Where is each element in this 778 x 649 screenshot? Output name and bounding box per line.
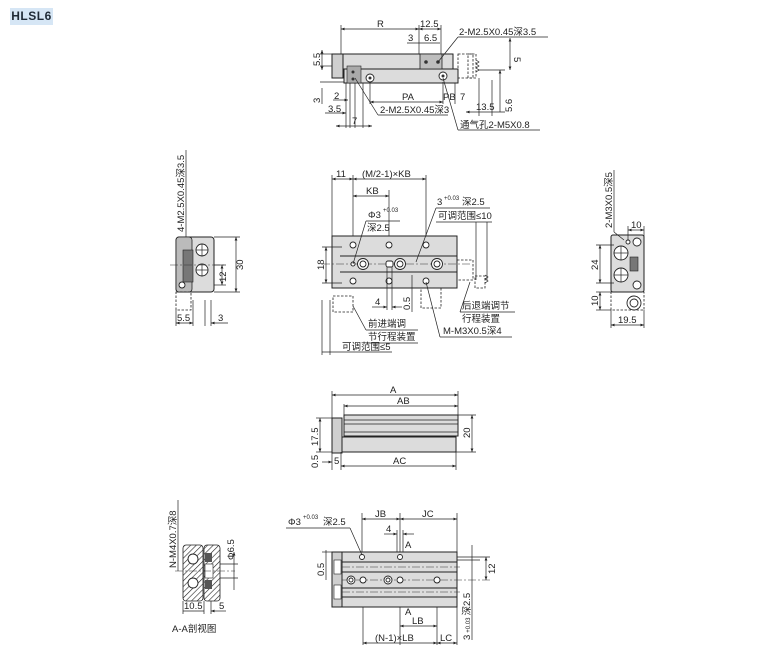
dim-0-5: 0.5 (402, 297, 413, 310)
callout-pin-depth-right: 深2.5 (462, 197, 485, 208)
callout-right-thread: 2-M3X0.5深5 (604, 172, 615, 228)
dim-LC: LC (440, 633, 452, 644)
dim-LB: LB (412, 616, 424, 627)
bottom-end-plate (331, 551, 343, 608)
center-view: 11 (M/2-1)×KB KB Φ3 +0.03 深2.5 3 +0.03 深… (316, 169, 515, 355)
dim-12: 12 (218, 271, 229, 282)
section-left-block (182, 544, 204, 602)
dim-3-5: 3.5 (328, 104, 341, 115)
dim-AB: AB (397, 396, 410, 407)
dim-5-right: 5 (511, 57, 522, 62)
callout-pin-hole-right: 3 (437, 197, 442, 208)
side-body (340, 436, 457, 453)
pin-tolerance-right: +0.03 (444, 196, 460, 202)
dim-5-6: 5.6 (504, 99, 515, 112)
callout-mount-thread: M-M3X0.5深4 (443, 326, 502, 337)
bottom-view: Φ3 +0.03 深2.5 JB JC 4 A A 0.5 12 3+0.03深… (286, 509, 498, 645)
dim-12-bottom: 12 (487, 563, 498, 574)
section-mark-top: A (405, 540, 412, 551)
callout-rear-adj-2: 行程装置 (462, 313, 500, 325)
dim-KB: KB (366, 186, 379, 197)
top-end-plate (331, 53, 344, 79)
dim-11: 11 (336, 169, 346, 180)
dim-17-5: 17.5 (310, 428, 321, 447)
dim-PB: PB (443, 92, 456, 103)
callout-left-thread: 4-M2.5X0.45深3.5 (176, 155, 187, 232)
model-badge: HLSL6 (10, 8, 53, 25)
dim-6-5: 6.5 (424, 33, 437, 44)
callout-front-adj-2: 节行程装置 (368, 331, 416, 343)
dim-10: 10 (590, 295, 601, 306)
callout-pin-depth: 深2.5 (367, 223, 390, 234)
callout-section-thread: N-M4X0.7深8 (168, 510, 179, 568)
dim-13-5: 13.5 (476, 102, 495, 113)
dim-7-bottom: 7 (352, 116, 357, 127)
dim-0-5-bottom: 0.5 (316, 563, 327, 576)
dim-phi-6-5: Φ6.5 (226, 539, 237, 560)
callout-top-thread: 2-M2.5X0.45深3.5 (459, 27, 536, 38)
callout-bottom-depth: 深2.5 (323, 517, 346, 528)
dim-3-left-view: 3 (218, 313, 223, 324)
section-view: N-M4X0.7深8 Φ6.5 10.5 5 A-A剖视图 (168, 500, 238, 635)
dim-19-5: 19.5 (618, 315, 637, 326)
dim-4: 4 (375, 297, 380, 308)
dim-7: 7 (460, 92, 465, 103)
dim-4-bottom: 4 (386, 524, 391, 535)
pin-tolerance: +0.03 (383, 208, 399, 214)
dim-18: 18 (316, 259, 327, 270)
dim-R: R (377, 19, 384, 30)
callout-air-port: 通气孔2-M5X0.8 (460, 119, 530, 131)
dim-3-top: 3 (408, 33, 413, 44)
dim-0-5-side: 0.5 (310, 455, 321, 468)
callout-front-range: 可调范围≤5 (342, 341, 391, 353)
callout-bottom-pin: Φ3 (288, 517, 301, 528)
callout-rear-range: 可调范围≤10 (438, 210, 492, 222)
top-view: R 12.5 3 6.5 2-M2.5X0.45深3.5 5 5.5 3 2 3… (312, 19, 548, 131)
dim-5-5: 5.5 (312, 53, 323, 66)
callout-front-adj-1: 前进端调 (368, 318, 406, 330)
side-slide (343, 414, 459, 437)
dim-20: 20 (462, 427, 473, 438)
dim-M-KB: (M/2-1)×KB (362, 169, 411, 180)
dim-AC: AC (393, 456, 406, 467)
callout-pin-hole: Φ3 (368, 210, 381, 221)
dim-JB: JB (375, 509, 386, 520)
dim-30: 30 (235, 259, 246, 270)
callout-side-pin: 3+0.03深2.5 (462, 593, 473, 640)
dim-24: 24 (590, 259, 601, 270)
dim-5-section: 5 (219, 601, 224, 612)
dim-A: A (390, 385, 397, 396)
callout-rear-adj-1: 后退端调节 (462, 300, 510, 312)
dim-3-left: 3 (312, 98, 323, 103)
dim-12-5: 12.5 (420, 19, 439, 30)
dim-5-side: 5 (334, 456, 339, 467)
callout-bottom-thread: 2-M2.5X0.45深3 (380, 105, 449, 116)
left-view: 4-M2.5X0.45深3.5 30 12 5.5 3 (170, 150, 246, 326)
bottom-pin-tolerance: +0.03 (303, 515, 319, 521)
dim-10-5: 10.5 (184, 601, 203, 612)
dim-JC: JC (422, 509, 434, 520)
section-caption: A-A剖视图 (172, 623, 216, 635)
dim-5-5-left: 5.5 (177, 313, 190, 324)
side-view: A AB 17.5 20 0.5 5 AC (310, 385, 476, 470)
right-view: 2-M3X0.5深5 10 24 10 19.5 (590, 170, 645, 328)
dim-10-top: 10 (631, 220, 642, 231)
dim-N-LB: (N-1)×LB (375, 633, 414, 644)
section-mark-bottom: A (405, 607, 412, 618)
side-end-plate (331, 417, 343, 454)
dim-2: 2 (334, 91, 339, 102)
dim-PA: PA (402, 92, 415, 103)
